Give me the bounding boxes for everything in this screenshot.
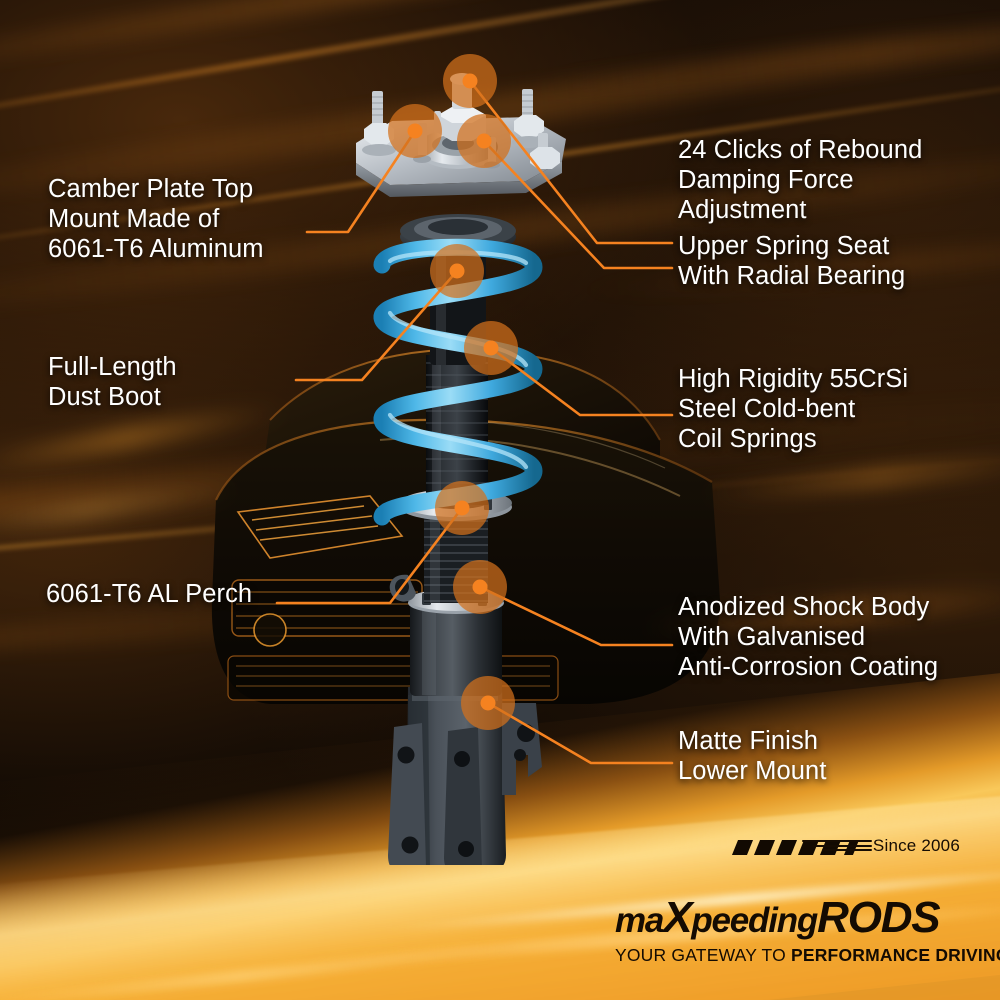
leader-camber-plate — [305, 129, 417, 234]
callout-label-rebound: 24 Clicks of Rebound Damping Force Adjus… — [678, 136, 923, 224]
leader-lower-mount — [486, 701, 674, 765]
callout-label-lower-mount: Matte Finish Lower Mount — [678, 727, 827, 785]
brand-peeding: peeding — [691, 901, 818, 940]
hotspot-spring-seat[interactable] — [457, 114, 511, 168]
callout-label-al-perch: 6061-T6 AL Perch — [46, 580, 253, 608]
leader-dust-boot — [294, 269, 459, 382]
bolt-far-right — [530, 133, 560, 169]
hotspot-rebound[interactable] — [443, 54, 497, 108]
tagline-prefix: YOUR GATEWAY TO — [615, 945, 791, 965]
hotspot-camber-plate[interactable] — [388, 104, 442, 158]
lower-mount-part — [388, 687, 542, 878]
hotspot-coil-springs[interactable] — [464, 321, 518, 375]
brand-tagline: YOUR GATEWAY TO PERFORMANCE DRIVING — [615, 945, 1000, 966]
speed-lines-icon — [802, 840, 872, 854]
brand-logo: Since 2006 maXpeedingRODS YOUR GATEWAY T… — [615, 836, 1000, 966]
callout-label-shock-body: Anodized Shock Body With Galvanised Anti… — [678, 593, 939, 681]
leader-rebound — [468, 79, 674, 245]
callout-label-coil-springs: High Rigidity 55CrSi Steel Cold-bent Coi… — [678, 365, 909, 453]
callout-label-camber-plate: Camber Plate Top Mount Made of 6061-T6 A… — [48, 175, 264, 263]
hotspot-al-perch[interactable] — [435, 481, 489, 535]
hotspot-lower-mount[interactable] — [461, 676, 515, 730]
leader-spring-seat — [482, 139, 674, 270]
hotspot-dust-boot[interactable] — [430, 244, 484, 298]
bolt-left — [362, 91, 396, 156]
bolt-right — [512, 89, 546, 148]
brand-x: X — [663, 893, 692, 942]
callout-hotspots — [388, 54, 518, 730]
brand-wordmark: maXpeedingRODS — [615, 896, 960, 940]
leader-coil-springs — [489, 346, 674, 417]
brand-ma: ma — [615, 901, 664, 940]
leader-al-perch — [275, 506, 464, 605]
tagline-emphasis: PERFORMANCE DRIVING — [790, 945, 1000, 965]
callout-label-spring-seat: Upper Spring Seat With Radial Bearing — [678, 232, 906, 290]
hotspot-shock-body[interactable] — [453, 560, 507, 614]
coil-spring-part — [373, 238, 543, 526]
leader-shock-body — [478, 585, 674, 647]
callout-label-dust-boot: Full-Length Dust Boot — [48, 353, 177, 411]
since-label: Since 2006 — [872, 836, 960, 855]
brand-rods: RODS — [817, 893, 941, 942]
